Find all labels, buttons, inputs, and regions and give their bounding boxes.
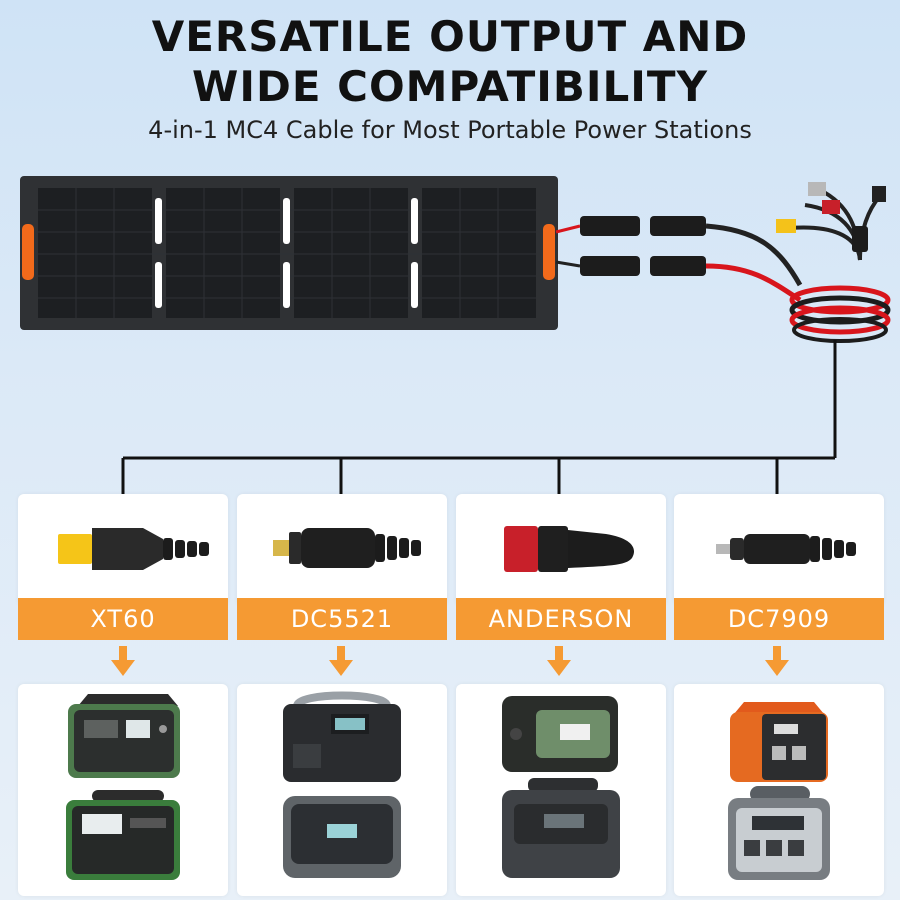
power-station-image — [502, 778, 620, 878]
title-line-2: WIDE COMPATIBILITY — [192, 62, 708, 111]
arrow-down-icon — [765, 646, 789, 676]
xt60-power-stations — [18, 684, 228, 896]
xt60-label: XT60 — [18, 598, 228, 640]
dc5521-label: DC5521 — [237, 598, 447, 640]
dc7909-connector-icon — [716, 534, 856, 564]
xt60-card — [18, 494, 228, 606]
anderson-connector-icon — [504, 526, 635, 572]
power-station-image — [728, 786, 830, 880]
dc5521-power-stations — [237, 684, 447, 896]
solar-panel — [20, 176, 558, 330]
dc7909-power-stations — [674, 684, 884, 896]
arrow-down-icon — [111, 646, 135, 676]
connection-lines — [121, 340, 837, 494]
power-station-image — [66, 790, 180, 880]
dc7909-card — [674, 494, 884, 606]
power-station-image — [283, 796, 401, 878]
anderson-card — [456, 494, 666, 606]
power-station-image — [502, 696, 618, 772]
anderson-power-stations — [456, 684, 666, 896]
power-station-image — [283, 691, 401, 782]
cable-bundle — [705, 188, 891, 343]
arrow-down-icon — [329, 646, 353, 676]
xt60-connector-icon — [58, 528, 209, 570]
mc4-connectors — [555, 216, 706, 276]
power-station-image — [68, 694, 180, 778]
subtitle: 4-in-1 MC4 Cable for Most Portable Power… — [148, 116, 752, 144]
dc5521-card — [237, 494, 447, 606]
dc7909-label: DC7909 — [674, 598, 884, 640]
dc5521-connector-icon — [273, 528, 421, 568]
arrow-down-icon — [547, 646, 571, 676]
power-station-image — [730, 702, 828, 782]
anderson-label: ANDERSON — [456, 598, 666, 640]
title-line-1: VERSATILE OUTPUT AND — [151, 12, 749, 61]
right-handle — [543, 224, 555, 280]
left-handle — [22, 224, 34, 280]
cable-tips — [776, 182, 886, 233]
